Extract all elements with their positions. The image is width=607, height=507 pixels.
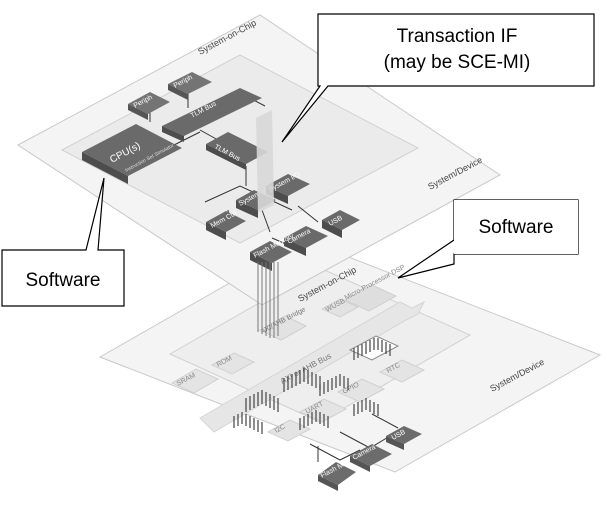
- top-periph-1: Periph: [128, 92, 170, 120]
- software-right-label: Software: [479, 217, 554, 238]
- software-left-label: Software: [26, 270, 101, 291]
- top-usb: USB: [322, 210, 360, 238]
- transaction-if-title: Transaction IF: [397, 26, 518, 47]
- bottom-hatched-block-4: [233, 412, 263, 434]
- bottom-board: System-on-Chip System/Device Micro-Proce…: [98, 239, 602, 491]
- svg-text:I2C: I2C: [274, 423, 287, 434]
- top-cpu: CPU(s) Instruction Set Simulator: [82, 124, 182, 184]
- transaction-if-subtitle: (may be SCE-MI): [384, 52, 531, 73]
- software-left-callout: Software: [1, 177, 125, 307]
- bottom-hatched-block-5: [319, 374, 349, 396]
- bottom-hatched-block-3: [245, 390, 279, 412]
- transaction-if-callout: Transaction IF (may be SCE-MI): [281, 13, 595, 143]
- bottom-usb: USB: [386, 426, 422, 450]
- bottom-rom: ROM: [210, 352, 256, 375]
- bottom-hatched-block-7: [353, 398, 379, 416]
- bottom-hatched-block-6: [299, 410, 329, 430]
- bottom-hatched-block-1: [348, 335, 400, 361]
- transaction-interface-beam: [256, 110, 279, 338]
- software-right-callout: Software: [397, 199, 579, 279]
